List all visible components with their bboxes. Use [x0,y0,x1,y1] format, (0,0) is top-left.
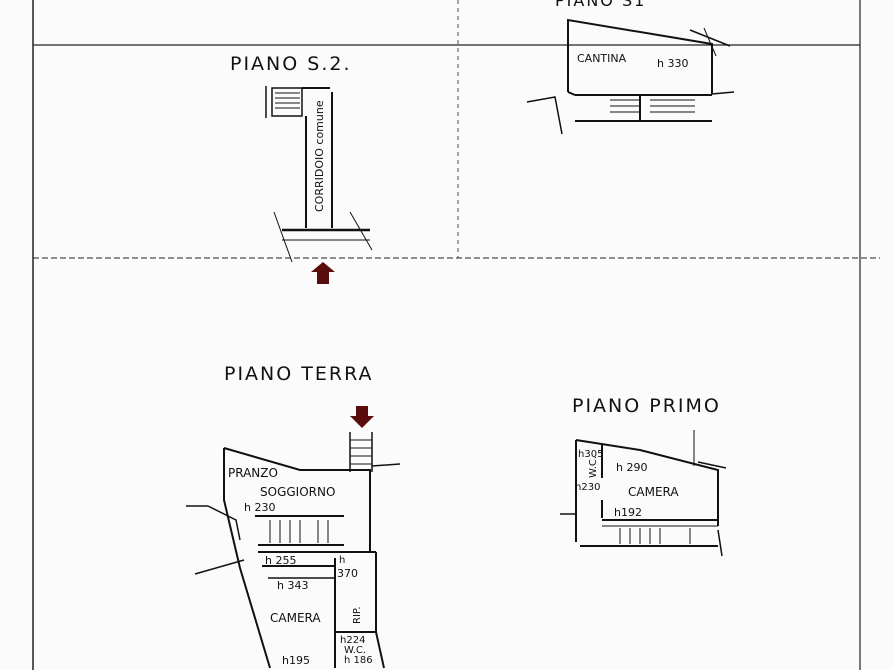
height-label-192: h192 [614,506,642,519]
section-title-s1: PIANO S1 [555,0,646,10]
height-label-h: h [339,555,345,566]
room-label-wc-terra: W.C. [344,645,366,656]
room-label-rip: RIP. [352,606,363,624]
entrance-arrow-terra [350,406,374,428]
height-label-soggiorno: h 230 [244,501,275,514]
height-label-186: h 186 [344,655,373,666]
height-label-195: h195 [282,654,310,667]
piano-s2-plan [265,86,373,263]
sheet-frame [32,0,880,670]
piano-primo-plan [560,430,727,557]
room-label-pranzo: PRANZO [228,466,278,480]
section-title-terra: PIANO TERRA [224,363,374,385]
room-label-soggiorno: SOGGIORNO [260,485,335,499]
piano-s1-plan [526,18,735,135]
room-label-camera-primo: CAMERA [628,485,679,499]
section-title-primo: PIANO PRIMO [572,395,721,417]
height-label-343: h 343 [277,579,308,592]
room-label-cantina: CANTINA [577,52,627,65]
height-label-255: h 255 [265,554,296,567]
room-label-wc-primo: W.C. [588,456,599,478]
height-label-cantina: h 330 [657,57,688,70]
room-label-corridoio: CORRIDOIO comune [313,100,326,212]
room-label-camera-terra: CAMERA [270,611,321,625]
height-label-290: h 290 [616,461,647,474]
section-title-s2: PIANO S.2. [230,53,352,75]
height-label-230-primo: h230 [575,482,600,493]
height-label-370: 370 [337,567,358,580]
height-label-305: h305 [578,449,603,460]
piano-terra-plan [186,432,401,669]
height-label-224: h224 [340,635,365,646]
entrance-arrow-s2 [311,262,335,284]
